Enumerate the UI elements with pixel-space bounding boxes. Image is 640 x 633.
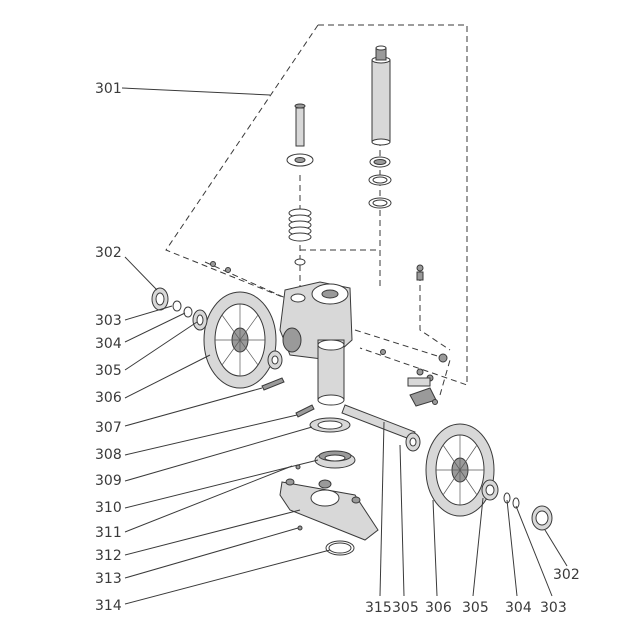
base-plate bbox=[279, 464, 379, 541]
small-screws bbox=[210, 261, 448, 407]
pump-body bbox=[279, 281, 353, 406]
label-305-bottom-b: 305 bbox=[462, 600, 489, 616]
label-305-bottom-a: 305 bbox=[392, 600, 419, 616]
right-bearings bbox=[481, 479, 553, 531]
label-302-right: 302 bbox=[553, 567, 580, 583]
label-304-bottom: 304 bbox=[505, 600, 532, 616]
right-wheel bbox=[425, 423, 495, 517]
label-308: 308 bbox=[95, 447, 122, 463]
label-306-left: 306 bbox=[95, 390, 122, 406]
label-309: 309 bbox=[95, 473, 122, 489]
label-313: 313 bbox=[95, 571, 122, 587]
wheel-axle bbox=[341, 404, 421, 452]
label-314: 314 bbox=[95, 598, 122, 614]
thrust-washer-and-bearing bbox=[309, 417, 356, 469]
label-303-bottom: 303 bbox=[540, 600, 567, 616]
label-312: 312 bbox=[95, 548, 122, 564]
group-301-dashed-outline bbox=[165, 24, 468, 386]
circlip bbox=[325, 540, 355, 556]
pins bbox=[261, 377, 315, 418]
label-307: 307 bbox=[95, 420, 122, 436]
label-311: 311 bbox=[95, 525, 122, 541]
label-310: 310 bbox=[95, 500, 122, 516]
pump-plunger bbox=[286, 103, 314, 167]
rod-seal-rings bbox=[368, 156, 392, 209]
left-wheel bbox=[203, 291, 277, 389]
label-315: 315 bbox=[365, 600, 392, 616]
label-304-left: 304 bbox=[95, 336, 122, 352]
left-bearings bbox=[151, 287, 283, 370]
piston-rod bbox=[371, 45, 391, 146]
label-306-bottom: 306 bbox=[425, 600, 452, 616]
label-303-left: 303 bbox=[95, 313, 122, 329]
label-301: 301 bbox=[95, 81, 122, 97]
label-302-left: 302 bbox=[95, 245, 122, 261]
label-305-left: 305 bbox=[95, 363, 122, 379]
pump-spring bbox=[288, 208, 312, 266]
leader-lines bbox=[121, 87, 568, 605]
